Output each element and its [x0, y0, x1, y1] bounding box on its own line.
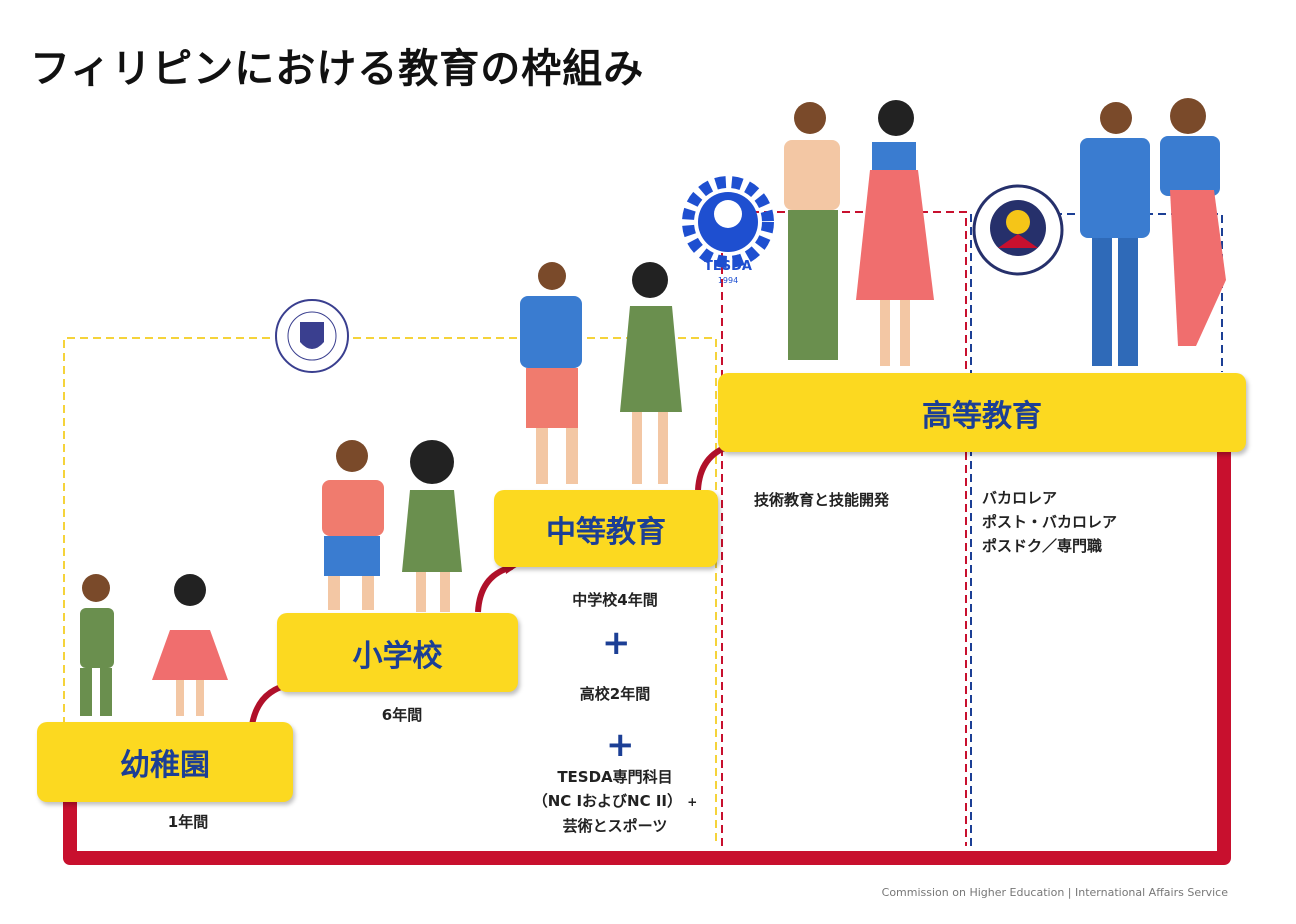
tesda-students — [784, 100, 934, 366]
page-title: フィリピンにおける教育の枠組み — [30, 46, 645, 92]
stage-kindergarten: 幼稚園 — [37, 722, 293, 802]
secondary-junior-high: 中学校4年間 — [572, 591, 658, 609]
svg-text:TESDA: TESDA — [704, 259, 752, 274]
secondary-students — [520, 262, 682, 484]
kindergarten-children — [80, 574, 228, 716]
deped-logo — [275, 299, 349, 373]
elementary-duration: 6年間 — [381, 706, 423, 724]
deped-region-border — [63, 337, 717, 846]
pathway-frame — [63, 452, 1231, 865]
credit-text: Commission on Higher Education | Interna… — [881, 886, 1228, 899]
stage-higher-education: 高等教育 — [718, 373, 1246, 452]
svg-text:1994: 1994 — [718, 276, 738, 285]
ched-logo — [972, 184, 1064, 276]
elementary-children — [322, 440, 462, 612]
secondary-tesda-subjects: TESDA専門科目 （NC IおよびNC II） + 芸術とスポーツ — [532, 768, 698, 835]
secondary-senior-high: 高校2年間 — [579, 685, 651, 703]
tesda-logo: TESDA 1994 — [682, 176, 774, 285]
plus-icon: + — [602, 623, 631, 663]
academic-degrees: バカロレア ポスト・バカロレア ポスドク／専門職 — [982, 489, 1118, 555]
kindergarten-duration: 1年間 — [167, 813, 209, 831]
higher-ed-students — [1080, 98, 1226, 366]
stage-secondary: 中等教育 — [494, 490, 718, 567]
stage-elementary: 小学校 — [277, 613, 518, 692]
tesda-region-border — [721, 211, 967, 846]
tech-voc-text: 技術教育と技能開発 — [754, 491, 890, 509]
plus-icon: + — [606, 725, 635, 765]
